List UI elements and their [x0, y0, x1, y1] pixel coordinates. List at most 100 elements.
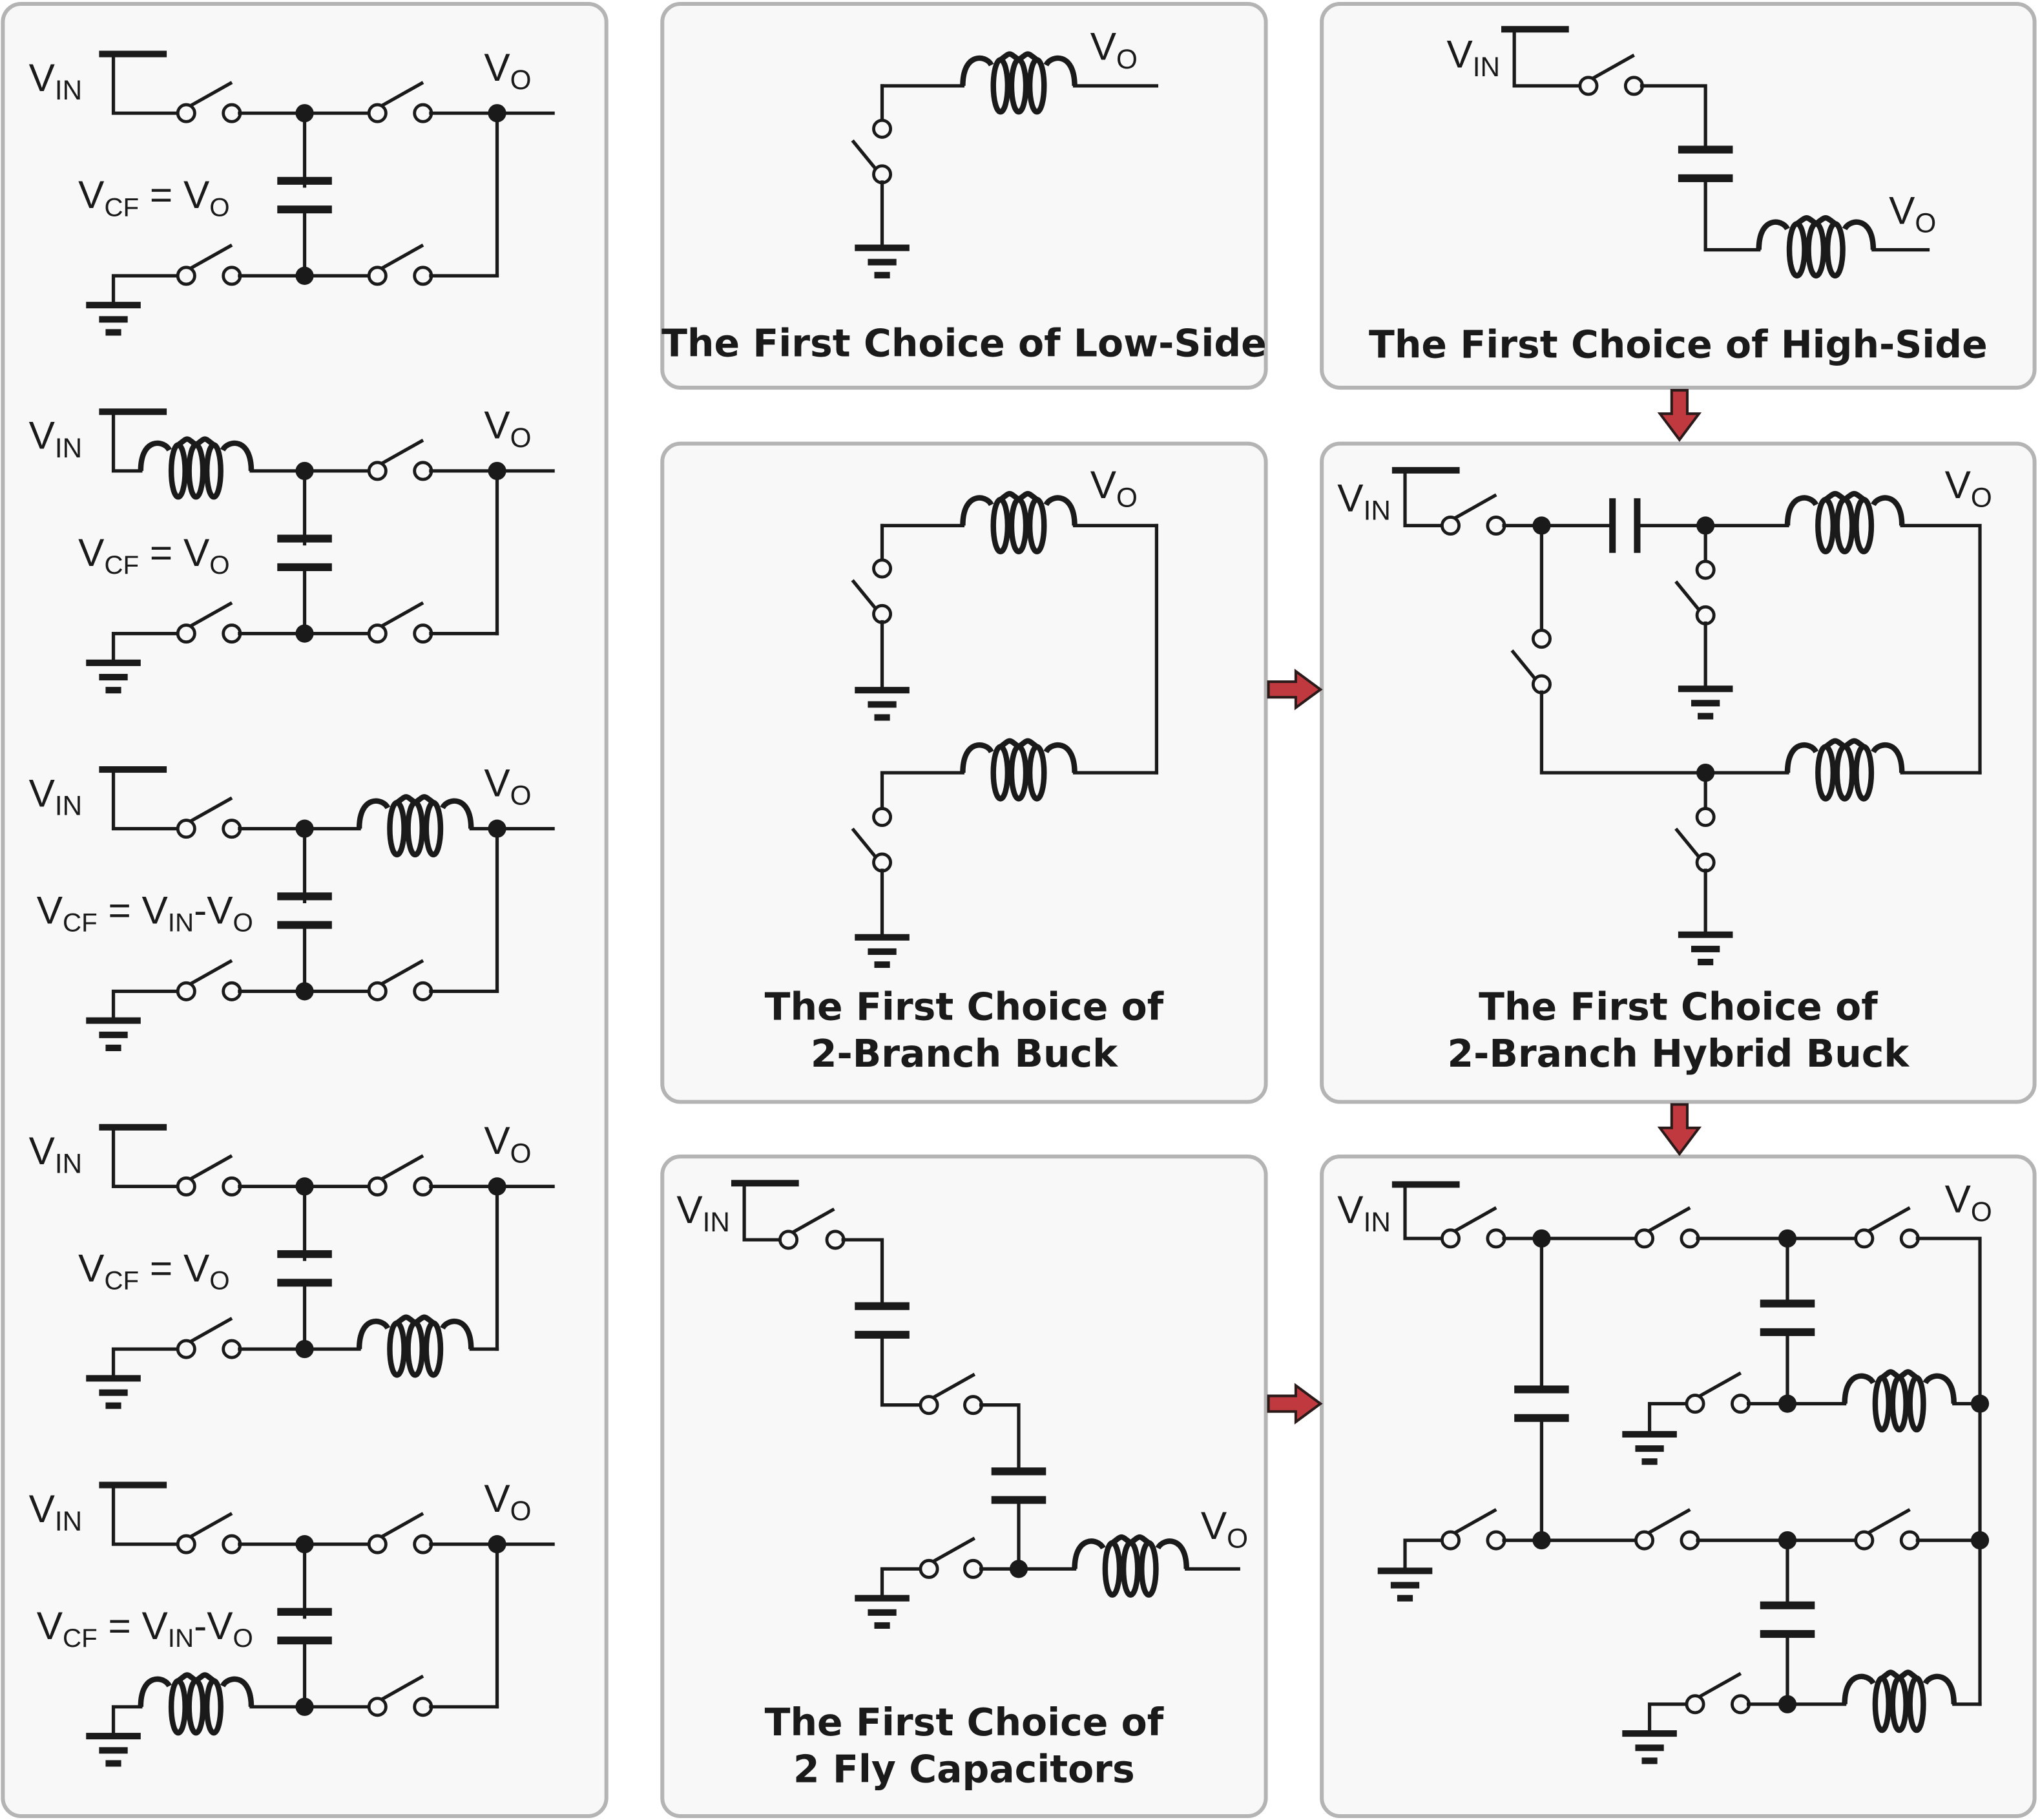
coil-lead: [1842, 1673, 1876, 1704]
wire: [1900, 523, 1982, 775]
ground-bar: [99, 1389, 128, 1396]
wire: [1403, 1538, 1445, 1569]
coil-lead: [1842, 1373, 1876, 1404]
inductor-icon: [960, 491, 1077, 554]
coil-loop: [1853, 744, 1875, 802]
switch-blade: [1644, 1206, 1691, 1235]
capacitor-plate: [1634, 498, 1641, 553]
capacitor-plate: [277, 563, 332, 571]
vin-rail: [731, 1180, 799, 1187]
wire: [1639, 84, 1707, 152]
switch-blade: [186, 1317, 233, 1345]
vin-rail: [1501, 26, 1569, 33]
coil-loop: [203, 442, 224, 500]
coil-lead: [1043, 55, 1077, 87]
switch-blade: [1450, 493, 1497, 521]
arrow-down-high-to-hybrid: [1657, 389, 1702, 442]
switch-terminal: [413, 1176, 433, 1197]
title-two-branch-buck-line2: 2-Branch Buck: [811, 1032, 1118, 1076]
ground-bar: [86, 1375, 141, 1382]
vo-label: VO: [484, 403, 531, 453]
switch-terminal: [176, 981, 196, 1001]
wire: [742, 1182, 783, 1242]
circuit-low-side: VO: [851, 25, 1159, 278]
junction-dot: [1778, 1394, 1797, 1413]
wire: [111, 989, 180, 1020]
wire: [841, 1238, 884, 1308]
switch-terminal: [1685, 1694, 1705, 1715]
switch-terminal: [367, 1176, 388, 1197]
switch-icon: [1578, 54, 1644, 96]
switch-terminal: [1731, 1394, 1751, 1414]
inductor-icon: [1756, 215, 1877, 279]
ground-bar: [1622, 1730, 1677, 1737]
coil-lead: [1756, 219, 1790, 250]
vin-rail: [99, 766, 167, 773]
ground-icon: [86, 1375, 141, 1409]
vo-label: VO: [1090, 463, 1138, 512]
switch-terminal: [367, 981, 388, 1001]
title-fly-caps-line2: 2 Fly Capacitors: [793, 1748, 1135, 1792]
vo-label: VO: [1945, 463, 1992, 512]
switch-terminal: [1578, 76, 1599, 96]
switch-icon: [1854, 1508, 1920, 1551]
coil-lead: [1784, 495, 1819, 526]
wire: [111, 1705, 143, 1735]
switch-icon: [176, 796, 242, 839]
switch-terminal: [222, 1176, 242, 1197]
switch-terminal: [413, 623, 433, 644]
coil-loop: [203, 1678, 224, 1736]
switch-icon: [1685, 1371, 1751, 1414]
vcf-equation-label: VCF = VO: [78, 173, 229, 222]
wire: [1512, 28, 1583, 88]
ground-bar: [86, 1733, 141, 1740]
switch-terminal: [919, 1558, 939, 1579]
panel-final: [1320, 1155, 2037, 1818]
ground-bar: [1691, 945, 1720, 952]
ground-bar: [99, 1031, 128, 1038]
ground-bar: [855, 687, 910, 694]
circuit-two-branch-buck: VO: [851, 463, 1159, 968]
switch-terminal: [1486, 1228, 1506, 1249]
ground-icon: [86, 302, 141, 336]
ground-bar: [1635, 1744, 1664, 1752]
ground-bar: [1641, 1458, 1658, 1465]
switch-terminal: [176, 1534, 196, 1554]
capacitor-icon: [277, 176, 332, 214]
ground-icon: [855, 687, 910, 721]
coil-loop: [1139, 1540, 1159, 1598]
panel-left-variants: [1, 2, 609, 1818]
switch-blade: [1695, 1371, 1742, 1400]
switch-terminal: [413, 1534, 433, 1554]
switch-blade: [377, 439, 424, 467]
capacitor-plate: [1514, 1385, 1569, 1394]
vcf-equation-label: VCF = VIN-VO: [37, 888, 253, 937]
switch-terminal: [413, 1697, 433, 1717]
coil-loop: [1026, 57, 1047, 115]
vin-label: VIN: [29, 1129, 83, 1178]
junction-dot: [1778, 1695, 1797, 1713]
switch-terminal: [963, 1395, 984, 1416]
switch-terminal: [872, 558, 893, 579]
switch-blade: [929, 1372, 976, 1401]
vin-label: VIN: [676, 1187, 730, 1237]
wire: [111, 1483, 180, 1546]
capacitor-plate: [277, 921, 332, 929]
coil-lead: [1871, 495, 1905, 526]
coil-lead: [356, 1318, 391, 1350]
coil-lead: [1922, 1373, 1957, 1404]
vo-label: VO: [484, 1118, 531, 1168]
vin-label: VIN: [29, 1487, 83, 1536]
switch-blade: [929, 1536, 976, 1565]
switch-blade: [186, 601, 233, 630]
title-two-branch-buck-line1: The First Choice of: [765, 985, 1164, 1029]
arrow-right-buck-to-hybrid: [1267, 669, 1323, 711]
switch-terminal: [872, 807, 893, 828]
switch-icon: [176, 1317, 242, 1359]
switch-icon: [778, 1208, 846, 1250]
switch-icon: [1674, 560, 1716, 625]
vo-label: VO: [1201, 1503, 1248, 1553]
